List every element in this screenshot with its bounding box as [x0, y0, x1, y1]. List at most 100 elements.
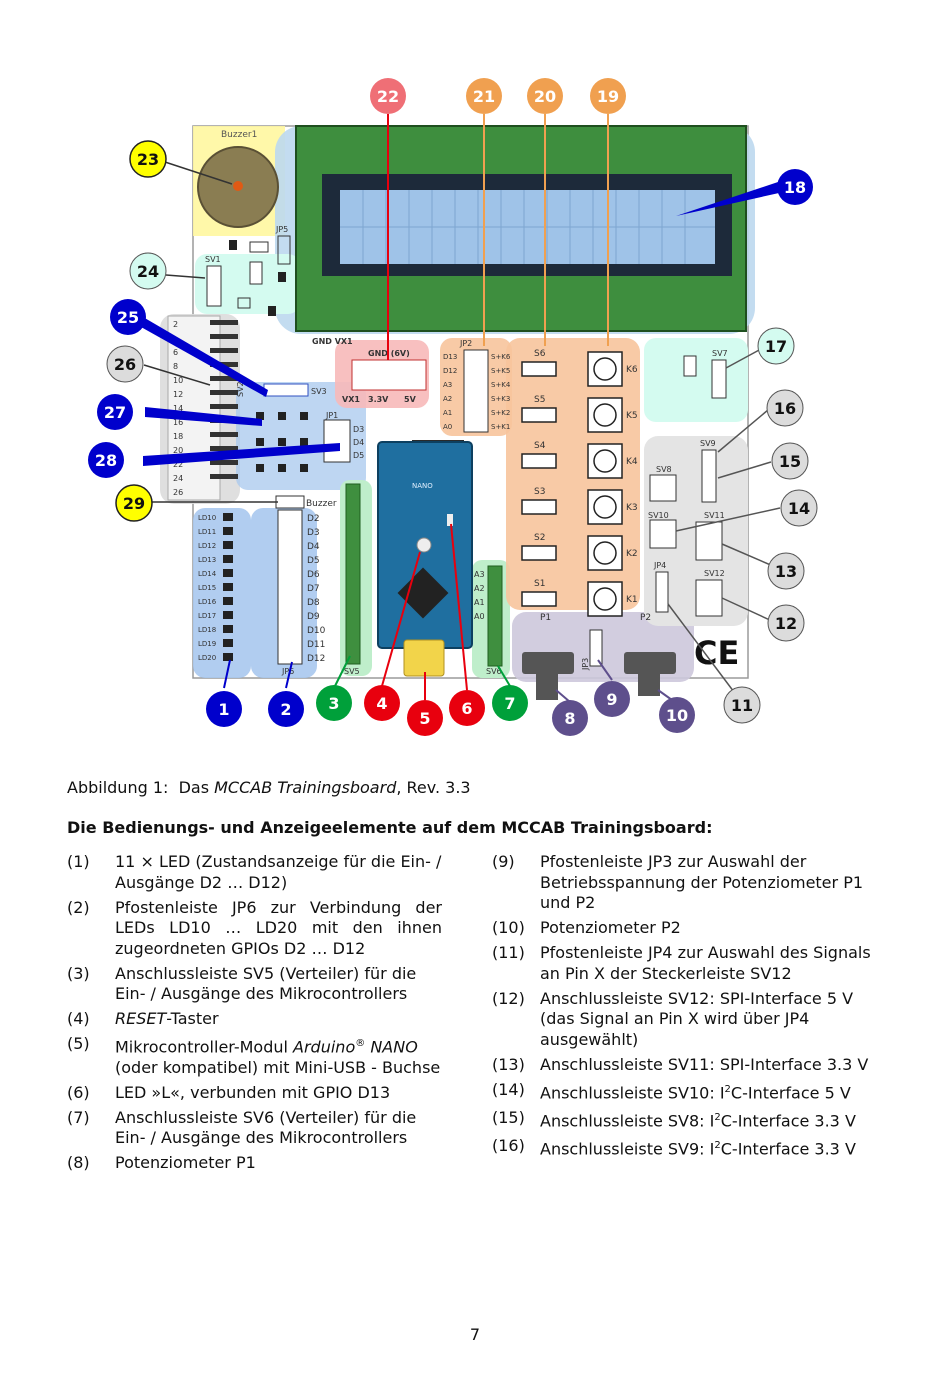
key-button-circles	[593, 357, 617, 611]
item-text-wrap: Anschlussleiste SV8: I2C-Interface 3.3 V	[540, 1108, 872, 1132]
callout-circle-5	[407, 700, 443, 736]
item-number: (14)	[492, 1079, 525, 1099]
callout-16: 16	[774, 399, 796, 418]
callout-circle-15	[771, 442, 809, 480]
ce-mark: CE	[694, 634, 739, 672]
callout-21: 21	[473, 87, 495, 106]
callout-circle-28	[88, 442, 124, 478]
region-leds	[193, 508, 251, 678]
callout-29: 29	[123, 494, 145, 513]
callout-circle-16	[766, 389, 804, 427]
sv3-label: SV3	[311, 387, 327, 396]
jp6-label: JP6	[281, 667, 294, 676]
reset-button	[416, 537, 432, 553]
item-text: Anschlussleiste SV11: SPI-Interface 3.3 …	[540, 1054, 869, 1074]
item-text-wrap: Anschlussleiste SV10: I2C-Interface 5 V	[540, 1080, 872, 1104]
list-item: (15) Anschlussleiste SV8: I2C-Interface …	[492, 1108, 872, 1132]
item-text-b: C-Interface 5 V	[730, 1082, 851, 1102]
item-text: Pfostenleiste JP3 zur Auswahl der Betrie…	[540, 852, 864, 912]
callout-25: 25	[117, 308, 139, 327]
jp3-header	[589, 629, 603, 667]
pot-label-p2: P2	[640, 613, 651, 623]
sv6-pin: A1	[474, 598, 485, 607]
vx1-header	[351, 359, 427, 391]
section-heading: Die Bedienungs- und Anzeigeelemente auf …	[67, 818, 713, 837]
sv5-header	[345, 483, 361, 665]
sv1-label: SV1	[205, 255, 221, 264]
sv12-label: SV12	[704, 569, 725, 578]
callout-5: 5	[419, 709, 430, 728]
r1	[229, 240, 237, 250]
jp6-pin: D4	[307, 542, 320, 552]
callout-circle-12	[767, 604, 805, 642]
potentiometer-p1	[522, 652, 574, 674]
list-item: (10) Potenziometer P2	[492, 918, 872, 939]
region-sv3-sv2	[236, 382, 366, 490]
callout-circle-21	[466, 78, 502, 114]
key-label: K3	[626, 503, 638, 513]
item-number: (10)	[492, 918, 525, 937]
callout-circle-11	[723, 686, 761, 724]
callout-circle-24	[129, 252, 167, 290]
item-text-a: Mikrocontroller-Modul	[115, 1037, 294, 1057]
callout-23: 23	[137, 150, 159, 169]
item-number: (6)	[67, 1082, 90, 1102]
jp6-pin: D11	[307, 640, 325, 650]
sv2-header	[256, 412, 308, 472]
callout-circle-1	[206, 691, 242, 727]
item-text: LED »L«, verbunden mit GPIO D13	[115, 1082, 391, 1102]
jp2-k: S+K1	[491, 423, 510, 431]
list-item: (2) Pfostenleiste JP6 zur Verbindung der…	[67, 898, 442, 960]
jp1-label: JP1	[325, 411, 338, 420]
item-text: Potenziometer P1	[115, 1153, 256, 1173]
row-label: 20	[173, 446, 183, 455]
potentiometer-p2-shaft	[638, 670, 660, 696]
jp6-pin: D3	[307, 528, 320, 538]
jp6-pin: D8	[307, 598, 320, 608]
item-text: Anschlussleiste SV12: SPI-Interface 5 V …	[540, 988, 854, 1049]
switch-label: S5	[534, 395, 545, 405]
sv3-header	[263, 383, 309, 397]
list-item: (16) Anschlussleiste SV9: I2C-Interface …	[492, 1136, 872, 1160]
callouts: 22 21 20 19 23 18 24 25 17 26 16 27 28 1…	[88, 78, 818, 736]
item-text: Anschlussleiste SV6 (Verteiler) für die …	[115, 1107, 417, 1148]
pot-label-p1: P1	[540, 613, 551, 623]
item-number: (2)	[67, 897, 90, 917]
row-label: 22	[173, 460, 183, 469]
list-item: (8) Potenziometer P1	[67, 1153, 442, 1174]
row-label: 26	[173, 488, 183, 497]
callout-circle-8	[552, 700, 588, 736]
sv2-label: SV2	[236, 381, 245, 397]
callout-15: 15	[779, 452, 801, 471]
jp2-pin: A2	[443, 395, 452, 403]
callout-22: 22	[377, 87, 399, 106]
superscript: 2	[714, 1140, 721, 1152]
key-label: K1	[626, 595, 638, 605]
jp2-k: S+K6	[491, 353, 511, 361]
item-number: (1)	[67, 852, 90, 871]
lcd-char-grid	[340, 190, 715, 264]
vx1-label: VX1	[342, 395, 360, 404]
callout-6: 6	[461, 699, 472, 718]
r2	[278, 272, 286, 282]
switch-label: S3	[534, 487, 545, 497]
potentiometer-p2	[624, 652, 676, 674]
superscript: 2	[724, 1083, 731, 1095]
item-text: 11 × LED (Zustandsanzeige für die Ein- /…	[115, 852, 442, 892]
callout-circle-2	[268, 691, 304, 727]
t1	[249, 241, 269, 253]
callout-circle-9	[594, 681, 630, 717]
callout-14: 14	[788, 499, 810, 518]
jp2-k: S+K4	[491, 381, 511, 389]
sv7-header	[711, 359, 727, 399]
callout-7: 7	[504, 694, 515, 713]
jp5-label: JP5	[275, 225, 288, 234]
jp2-k: S+K2	[491, 409, 510, 417]
callout-circle-7	[492, 685, 528, 721]
switch-labels: S6 S5 S4 S3 S2 S1	[534, 349, 546, 589]
jp5-header	[277, 235, 291, 265]
jp2-pin: D13	[443, 353, 457, 361]
item-number: (5)	[67, 1034, 90, 1053]
list-item: (4) RESET-Taster	[67, 1009, 442, 1030]
jp2-label: JP2	[459, 339, 472, 348]
